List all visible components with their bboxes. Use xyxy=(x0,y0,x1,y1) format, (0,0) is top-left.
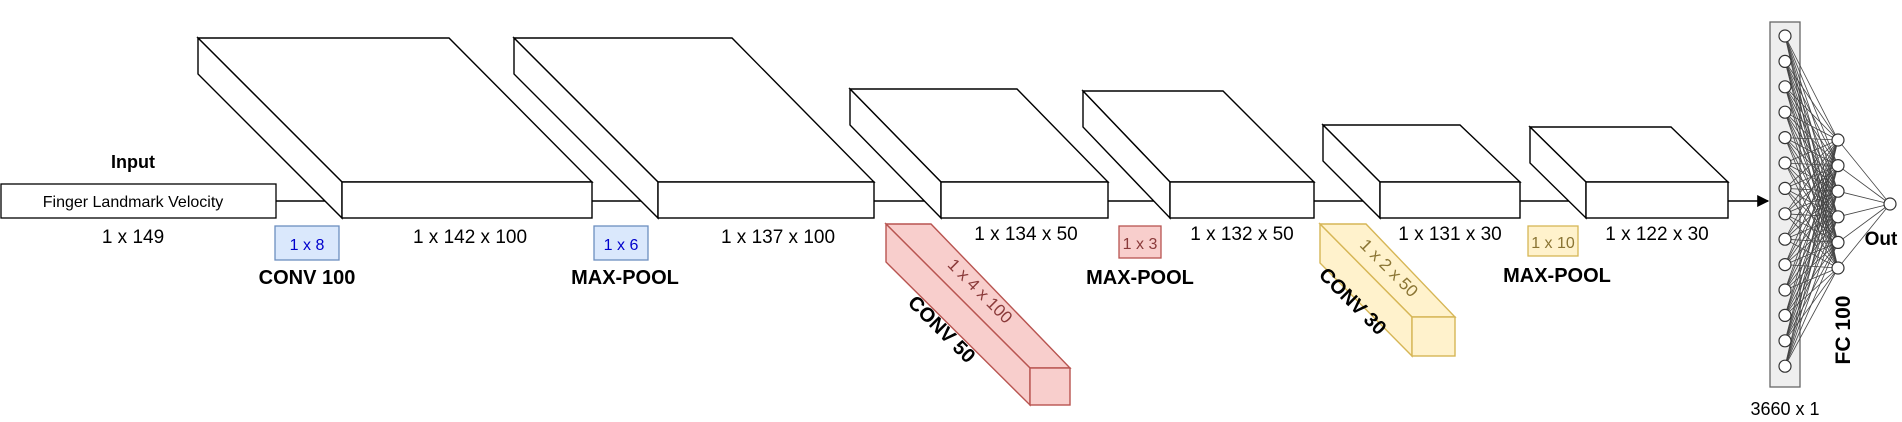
flatten-node xyxy=(1778,308,1792,322)
flatten-node xyxy=(1778,207,1792,221)
fc-hidden-node xyxy=(1831,235,1845,249)
output-node xyxy=(1883,197,1897,211)
pool1-op: MAX-POOL xyxy=(571,267,679,289)
fc-edge xyxy=(1784,35,1839,141)
flatten-node xyxy=(1778,334,1792,348)
flatten-node xyxy=(1778,156,1792,170)
fc-hidden-node xyxy=(1831,133,1845,147)
pool2-op: MAX-POOL xyxy=(1086,267,1194,289)
fc-edge xyxy=(1784,139,1839,189)
fc-hidden-node xyxy=(1831,261,1845,275)
input-label: Finger Landmark Velocity xyxy=(43,194,224,211)
flatten-node xyxy=(1778,359,1792,373)
fc-edge xyxy=(1784,139,1839,316)
input-title: Input xyxy=(111,152,155,172)
fc-connections xyxy=(1784,35,1891,367)
feature-block-conv1 xyxy=(196,36,594,220)
pool3-kernel: 1 x 10 xyxy=(1531,235,1575,252)
fc-edge xyxy=(1784,139,1839,265)
fc-edge xyxy=(1784,139,1839,164)
flatten-node xyxy=(1778,29,1792,43)
conv2-dims: 1 x 134 x 50 xyxy=(974,224,1078,245)
fc-output-label: Out xyxy=(1865,229,1898,250)
conv2-kernel-prism xyxy=(884,222,1072,407)
fc-edge xyxy=(1784,267,1839,367)
fc-edge xyxy=(1784,242,1839,367)
conv1-kernel-box xyxy=(274,225,340,261)
fc-hidden-node xyxy=(1831,210,1845,224)
flatten-node xyxy=(1778,80,1792,94)
fc-edge xyxy=(1784,139,1839,240)
conv3-dims: 1 x 131 x 30 xyxy=(1398,224,1502,245)
fc-op: FC 100 xyxy=(1832,296,1855,365)
fc-edge xyxy=(1784,216,1839,367)
pool2-kernel: 1 x 3 xyxy=(1123,236,1158,253)
conv1-op: CONV 100 xyxy=(259,267,356,289)
pool3-kernel-box xyxy=(1527,225,1579,257)
pool3-dims: 1 x 122 x 30 xyxy=(1605,224,1709,245)
fc-hidden-node xyxy=(1831,159,1845,173)
feature-block-conv3 xyxy=(1321,123,1522,220)
fc-edge xyxy=(1784,137,1839,141)
fc-edge xyxy=(1837,139,1891,205)
flatten-node xyxy=(1778,131,1792,145)
feature-block-pool3 xyxy=(1528,125,1730,220)
fc-edge xyxy=(1837,190,1891,205)
conv1-kernel: 1 x 8 xyxy=(290,237,325,254)
fc-edge xyxy=(1784,139,1839,291)
flatten-node xyxy=(1778,54,1792,69)
feature-block-pool1 xyxy=(512,36,876,220)
fc-edge xyxy=(1784,191,1839,367)
flatten-node xyxy=(1778,283,1792,297)
fc-hidden-node xyxy=(1831,184,1845,198)
flatten-node xyxy=(1778,181,1792,195)
feature-block-pool2 xyxy=(1081,89,1316,220)
pool2-kernel-box xyxy=(1118,225,1162,259)
fc-edge xyxy=(1837,203,1891,269)
fc-edge xyxy=(1784,165,1839,367)
fc-edge xyxy=(1784,139,1839,341)
fc-edge xyxy=(1837,203,1891,243)
conv3-kernel-prism xyxy=(1318,222,1457,358)
flatten-node xyxy=(1778,258,1792,272)
pool1-kernel-box xyxy=(593,225,649,261)
input-box xyxy=(0,183,277,219)
flatten-node xyxy=(1778,232,1792,246)
fc-edge xyxy=(1784,139,1839,215)
pool1-kernel: 1 x 6 xyxy=(604,237,639,254)
fc-edge xyxy=(1837,203,1891,218)
pool1-dims: 1 x 137 x 100 xyxy=(721,227,835,248)
fc-edge xyxy=(1784,86,1839,141)
fc-edge xyxy=(1784,61,1839,141)
pool2-dims: 1 x 132 x 50 xyxy=(1190,224,1294,245)
flatten-node xyxy=(1778,105,1792,119)
flatten-dims: 3660 x 1 xyxy=(1750,399,1819,419)
input-dims: 1 x 149 xyxy=(102,227,164,248)
feature-block-conv2 xyxy=(848,87,1110,220)
fc-edge xyxy=(1784,111,1839,141)
fc-edge xyxy=(1784,139,1839,367)
conv1-dims: 1 x 142 x 100 xyxy=(413,227,527,248)
fc-nodes xyxy=(1778,29,1897,373)
fc-edge xyxy=(1837,165,1891,205)
pool3-op: MAX-POOL xyxy=(1503,265,1611,287)
